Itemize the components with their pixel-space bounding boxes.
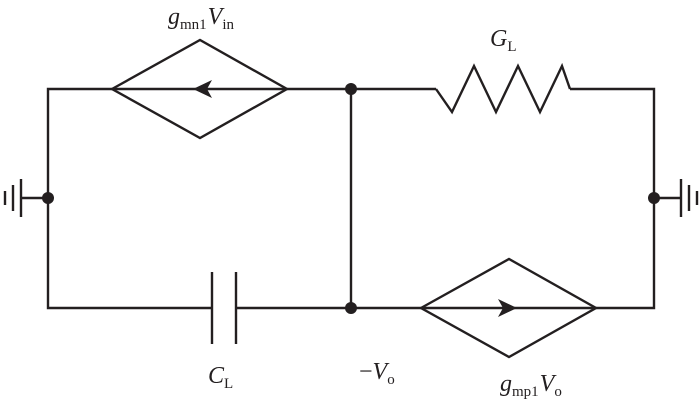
- ground-right-icon: [654, 179, 699, 217]
- label-gmn1-vin: gmn1Vin: [168, 4, 235, 33]
- resistor-GL: [435, 62, 572, 115]
- arrow-right-icon: [498, 299, 517, 317]
- junction-dots: [42, 83, 660, 314]
- label-gmp1-vo: gmp1Vo: [500, 371, 562, 400]
- junction-dot: [648, 192, 660, 204]
- wires: [46, 87, 656, 310]
- arrow-left-icon: [193, 80, 212, 98]
- label-CL: CL: [208, 363, 233, 392]
- right-wire: [570, 87, 656, 310]
- ground-left-icon: [3, 179, 48, 217]
- junction-dot: [345, 83, 357, 95]
- dependent-current-source-bottom: [418, 257, 599, 359]
- capacitor-CL: [210, 272, 238, 344]
- junction-dot: [345, 302, 357, 314]
- dependent-current-source-top: [109, 38, 290, 140]
- label-minus-vo: −Vo: [359, 359, 395, 388]
- junction-dot: [42, 192, 54, 204]
- label-GL: GL: [490, 26, 517, 55]
- left-wire: [46, 87, 212, 310]
